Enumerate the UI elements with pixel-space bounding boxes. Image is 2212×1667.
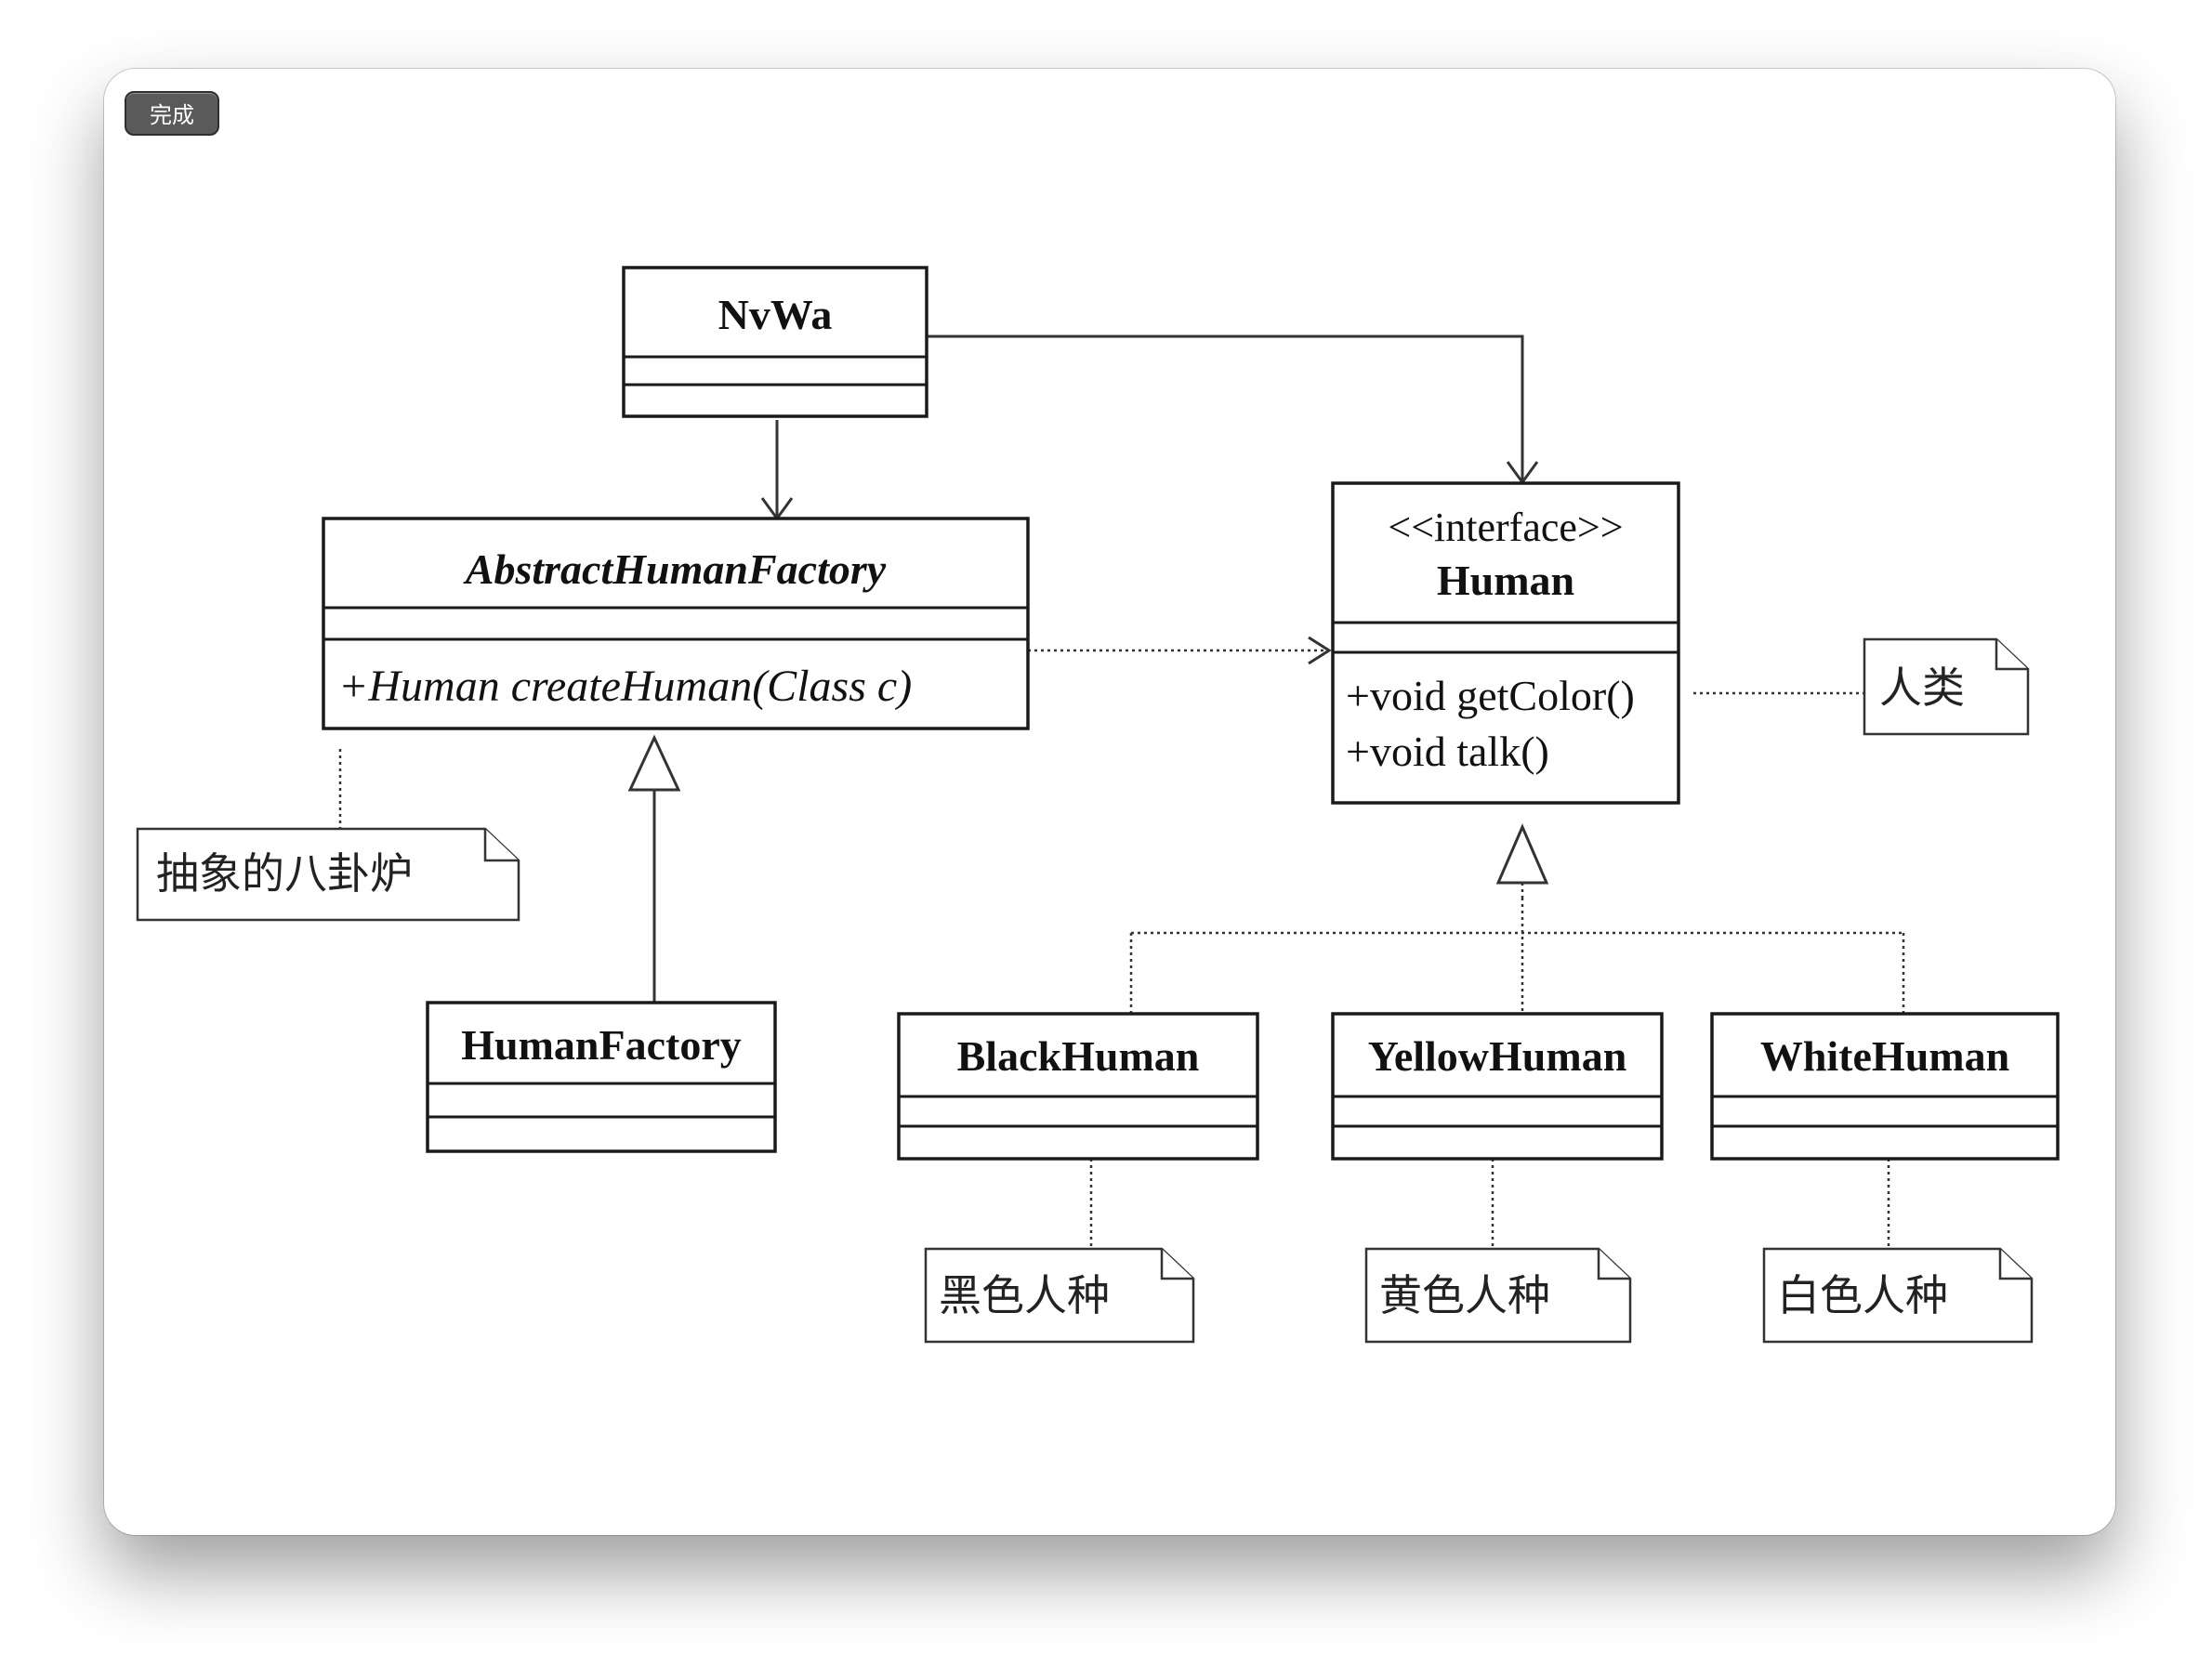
note-abstract-factory: 抽象的八卦炉	[136, 827, 520, 922]
connectors	[338, 335, 1905, 1249]
note-human: 人类	[1863, 637, 2030, 736]
class-name: HumanFactory	[461, 1021, 742, 1069]
class-yellow-human: YellowHuman	[1331, 1012, 1664, 1161]
note-text: 黑色人种	[939, 1270, 1110, 1320]
note-text: 人类	[1879, 663, 1965, 713]
humanfactory-generalization-triangle	[627, 734, 681, 792]
interface-human: <<interface>> Human +void getColor() +vo…	[1331, 481, 1680, 805]
note-text: 白色人种	[1777, 1270, 1948, 1320]
method-get-color: +void getColor()	[1346, 672, 1635, 719]
class-black-human: BlackHuman	[897, 1012, 1259, 1161]
note-text: 抽象的八卦炉	[156, 848, 413, 899]
factory-to-human-dependency-arrowhead	[1308, 636, 1332, 665]
class-abstract-human-factory: AbstractHumanFactory +Human createHuman(…	[322, 517, 1030, 730]
class-white-human: WhiteHuman	[1710, 1012, 2060, 1161]
nvwa-to-human-association	[927, 335, 1524, 482]
class-name: AbstractHumanFactory	[463, 545, 887, 593]
class-name: NvWa	[718, 291, 833, 338]
note-white-human: 白色人种	[1762, 1247, 2034, 1344]
note-black-human: 黑色人种	[924, 1247, 1195, 1344]
stereotype: <<interface>>	[1388, 505, 1623, 550]
class-name: BlackHuman	[957, 1032, 1200, 1080]
class-name: WhiteHuman	[1760, 1032, 2009, 1080]
interface-name: Human	[1437, 557, 1574, 604]
note-yellow-human: 黄色人种	[1364, 1247, 1632, 1344]
done-button[interactable]: 完成	[125, 91, 219, 136]
diagram-window: 完成	[104, 69, 2115, 1535]
human-realization-triangle	[1495, 823, 1549, 885]
class-name: YellowHuman	[1368, 1032, 1627, 1080]
class-nvwa: NvWa	[622, 266, 928, 418]
uml-class-diagram: NvWa AbstractHumanFactory +Human createH…	[136, 266, 2060, 1344]
method-create-human: +Human createHuman(Class c)	[338, 662, 912, 711]
method-talk: +void talk()	[1346, 728, 1549, 775]
note-text: 黄色人种	[1379, 1270, 1550, 1320]
class-human-factory: HumanFactory	[426, 1001, 777, 1153]
